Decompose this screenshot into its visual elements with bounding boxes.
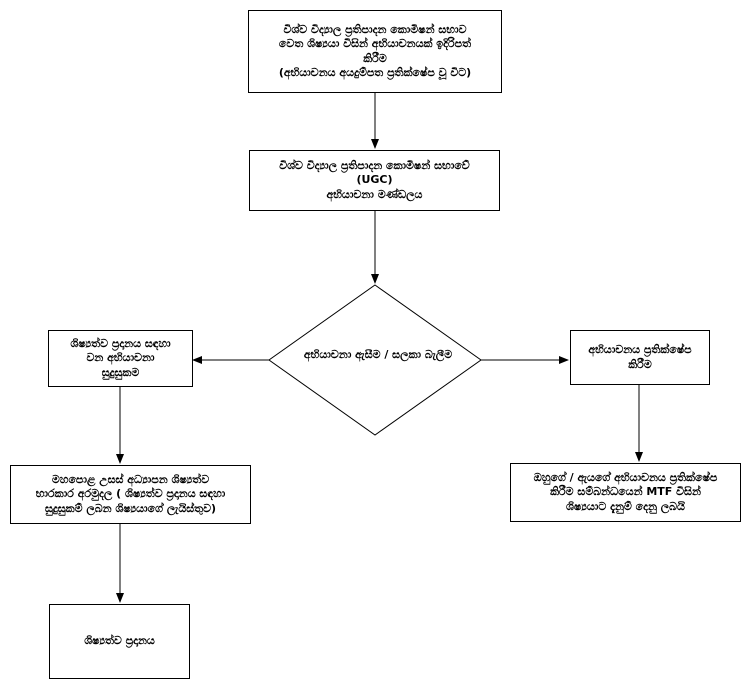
node-mahapola-line: සුදුසුකම් ලබන ශිෂ්‍යයාගේ ලැයිස්තුව)	[44, 501, 217, 515]
node-scholarship-award: ශිෂ්‍යත්ව ප්‍රදානය	[49, 604, 190, 679]
node-award-line: ශිෂ්‍යත්ව ප්‍රදානය	[84, 634, 155, 648]
node-rejected-line: අභියාචනය ප්‍රතික්ෂේප	[588, 343, 692, 357]
node-board-line: (UGC)	[356, 173, 393, 187]
node-notify-line: කිරීම සම්බන්ධයෙන් MTF විසින්	[550, 485, 701, 499]
node-notify-student: ඔහුගේ / ඇයගේ අභියාචනය ප්‍රතික්ෂේප කිරීම …	[510, 463, 741, 522]
decision-line: අභියාචනා ඇසීම / සලකා බැලීම	[303, 348, 453, 361]
node-eligible-line: සුදුසුකම	[101, 365, 140, 379]
node-submit-line: වෙත ශිෂ්‍යයා විසින් අභියාචනයක් ඉදිරිපත්	[278, 37, 472, 51]
node-notify-line: ශිෂ්‍යයාට දැනුම් දෙනු ලබයි	[566, 499, 685, 513]
decision-label: අභියාචනා ඇසීම / සලකා බැලීම	[275, 348, 481, 361]
node-rejected: අභියාචනය ප්‍රතික්ෂේප කිරීම	[570, 330, 710, 385]
node-eligible-line: වන අභියාචනා	[86, 351, 155, 365]
node-mahapola-line: මහපොළ උසස් අධ්‍යාපන ශිෂ්‍යත්ව	[51, 473, 210, 487]
node-board-line: අභියාචනා මණ්ඩලය	[326, 187, 423, 201]
node-submit-line: (අභියාචනය අයදුම්පත ප්‍රතික්ෂේප වූ විට)	[278, 65, 472, 79]
node-mahapola-fund: මහපොළ උසස් අධ්‍යාපන ශිෂ්‍යත්ව භාරකාර අරම…	[10, 465, 251, 524]
node-appeals-board: විශ්ව විද්‍යාල ප්‍රතිපාදන කොමිෂන් සභාවේ …	[249, 150, 500, 211]
node-board-line: විශ්ව විද්‍යාල ප්‍රතිපාදන කොමිෂන් සභාවේ	[279, 159, 470, 173]
node-rejected-line: කිරීම	[628, 357, 652, 371]
node-submit-line: කිරීම	[363, 51, 387, 65]
node-submit-line: විශ්ව විද්‍යාල ප්‍රතිපාදන කොමිෂන් සභාව	[283, 22, 467, 36]
node-submit-appeal: විශ්ව විද්‍යාල ප්‍රතිපාදන කොමිෂන් සභාව ව…	[248, 10, 502, 93]
node-mahapola-line: භාරකාර අරමුදල ( ශිෂ්‍යත්ව ප්‍රදානය සඳහා	[35, 487, 226, 501]
node-notify-line: ඔහුගේ / ඇයගේ අභියාචනය ප්‍රතික්ෂේප	[533, 471, 718, 485]
node-eligible-line: ශිෂ්‍යත්ව ප්‍රදානය සඳහා	[70, 337, 171, 351]
decision-diamond	[268, 284, 482, 436]
node-eligible: ශිෂ්‍යත්ව ප්‍රදානය සඳහා වන අභියාචනා සුදු…	[48, 330, 193, 387]
